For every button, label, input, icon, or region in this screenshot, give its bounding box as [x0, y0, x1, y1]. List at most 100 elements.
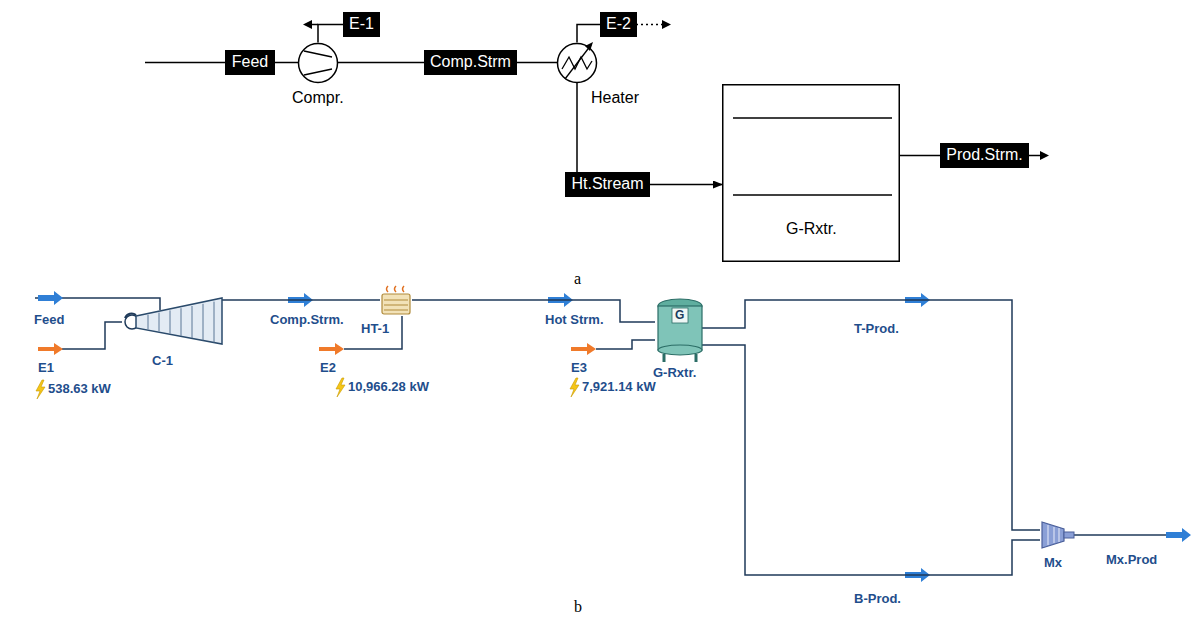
heater-arrow-head: [585, 42, 593, 51]
compressor-fin: [148, 315, 149, 329]
energy-line: [62, 322, 122, 349]
compressor-symbol: Compr.: [298, 43, 338, 83]
panel-b-leads: [35, 298, 1186, 535]
energy-tag: E-1: [343, 12, 380, 37]
stream-connector: [900, 155, 940, 157]
stream-connector: [702, 345, 1040, 575]
reactor-bed-line: [733, 194, 892, 196]
stream-connector: [318, 25, 343, 43]
heater-circle: [558, 43, 597, 82]
mixer-stripes: [1048, 525, 1059, 545]
compressor-fin: [214, 302, 215, 343]
stream-arrow-icon: [1166, 528, 1191, 542]
compressor-fin: [181, 308, 182, 336]
arrow-head: [303, 20, 312, 29]
energy-line: [344, 316, 402, 349]
stream-connector: [576, 83, 578, 173]
stream-tag: Feed: [225, 50, 275, 75]
mixer-outlet: [1064, 532, 1074, 538]
node-label: Heater: [591, 89, 639, 107]
power-icon: [36, 380, 45, 399]
feed-line: [145, 62, 225, 64]
compressor-body: [136, 298, 222, 344]
stream-name: T-Prod.: [852, 322, 901, 337]
vessel-legs: [664, 354, 696, 362]
stream-label: E-1: [349, 15, 374, 33]
energy-line: [596, 340, 655, 349]
stream-name: B-Prod.: [852, 592, 903, 607]
shaft-arrow: [125, 313, 136, 318]
stream-connector: [577, 25, 600, 43]
stream-name: Feed: [34, 313, 64, 328]
mixer-icon: Mx: [1040, 518, 1074, 552]
vessel-badge: [672, 308, 688, 323]
energy-name: E3: [571, 361, 587, 376]
energy-value: 538.63 kW: [48, 382, 111, 397]
heater-body: [382, 294, 410, 314]
vessel-bottom: [658, 345, 702, 355]
stream-label: E-2: [606, 15, 631, 33]
energy-name: E2: [320, 361, 336, 376]
stream-connector: [412, 300, 655, 322]
heater-icon-graphic: [380, 284, 412, 316]
stream-tag: Prod.Strm.: [940, 143, 1029, 168]
heater-arrow: [565, 45, 591, 79]
stream-arrow-icon: [38, 291, 63, 305]
heater-symbol: Heater: [557, 43, 597, 83]
compressor-icon-graphic: [120, 294, 225, 348]
heater-tube: [384, 310, 408, 311]
stream-label: Prod.Strm.: [946, 146, 1022, 164]
energy-arrow-icon: [38, 343, 63, 355]
energy-name: E1: [38, 361, 54, 376]
stream-connector: [517, 62, 557, 64]
panel-letter: a: [574, 270, 581, 288]
mixer-icon-graphic: [1040, 518, 1074, 552]
vessel-letter: G: [675, 309, 684, 323]
node-label: G-Rxtr.: [786, 220, 837, 238]
compressor-line: [304, 51, 332, 57]
stream-connector: [275, 62, 298, 64]
mixer-body: [1042, 522, 1064, 548]
energy-out-line: [312, 24, 318, 26]
stream-tag: Ht.Stream: [565, 172, 650, 197]
energy-arrow-icon: [319, 343, 344, 355]
energy-value: 7,921.14 kW: [582, 380, 656, 395]
heater-tube: [384, 300, 408, 301]
reactor-box: [723, 85, 900, 262]
heater-flame: [387, 286, 405, 292]
node-label: Mx: [1044, 556, 1062, 571]
heater-symbol-graphic: [557, 43, 597, 83]
power-icon: [336, 378, 345, 397]
stream-label: Feed: [232, 53, 268, 71]
heater-icon: HT-1: [380, 284, 412, 316]
reactor-vessel-icon: G-Rxtr.: [655, 298, 705, 362]
energy-value: 10,966.28 kW: [348, 380, 429, 395]
stream-connector: [650, 184, 722, 186]
energy-dotted-line: [636, 24, 662, 26]
compressor-icon: C-1: [120, 294, 225, 348]
stream-name: Comp.Strm.: [268, 313, 346, 328]
node-label: C-1: [152, 354, 173, 369]
stream-connector: [702, 300, 1040, 530]
compressor-line: [304, 69, 332, 75]
node-label: G-Rxtr.: [653, 366, 696, 381]
reactor-bed-line: [733, 117, 892, 119]
stream-tag: Comp.Strm: [424, 50, 517, 75]
heater-tube: [384, 305, 408, 306]
arrow-head: [1040, 151, 1049, 160]
compressor-circle: [299, 43, 338, 82]
vessel-body: [658, 306, 702, 350]
reactor-vessel-icon-graphic: [655, 298, 705, 362]
node-label: HT-1: [361, 322, 389, 337]
compressor-symbol-graphic: [298, 43, 338, 83]
arrow-head: [662, 20, 671, 29]
compressor-fin: [203, 304, 204, 340]
compressor-fin: [159, 313, 160, 332]
compressor-fin: [192, 306, 193, 338]
stream-label: Ht.Stream: [571, 175, 643, 193]
reactor-box: G-Rxtr.: [722, 84, 900, 262]
stream-name: Hot Strm.: [543, 313, 606, 328]
power-icon: [570, 378, 579, 397]
stream-connector: [338, 62, 424, 64]
